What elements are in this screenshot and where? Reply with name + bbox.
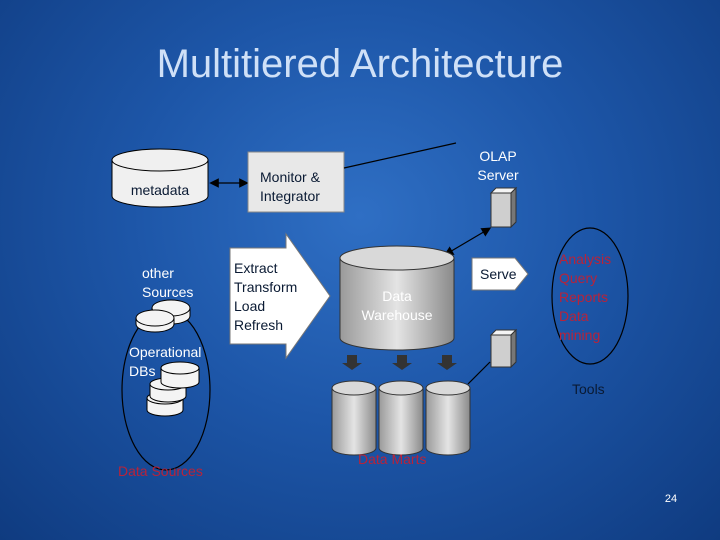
- down-arrow-1: [342, 355, 362, 370]
- etl-line-extract: Extract: [234, 260, 278, 276]
- monitor-label: Monitor & Integrator: [260, 168, 320, 206]
- other-sources-label: other Sources: [142, 264, 193, 302]
- analysis-line-data: Data: [559, 308, 589, 324]
- tools-label: Tools: [572, 381, 605, 397]
- data-warehouse-line2: Warehouse: [361, 307, 433, 323]
- monitor-label-line2: Integrator: [260, 188, 320, 204]
- data-mart-cylinder-1: [331, 380, 377, 456]
- olap-server-cube: [489, 186, 518, 229]
- analysis-label: Analysis Query Reports Data mining: [559, 250, 611, 345]
- monitor-label-line1: Monitor &: [260, 169, 320, 185]
- olap-warehouse-arrow: [443, 227, 492, 256]
- serve-arrow: [471, 257, 529, 291]
- analysis-line-mining: mining: [559, 327, 601, 343]
- data-sources-label: Data Sources: [118, 463, 203, 479]
- operational-line2: DBs: [129, 363, 156, 379]
- analysis-line-reports: Reports: [559, 289, 609, 305]
- etl-line-load: Load: [234, 298, 266, 314]
- down-arrow-2: [392, 355, 412, 370]
- etl-line-refresh: Refresh: [234, 317, 284, 333]
- data-mart-cylinder-3: [425, 380, 471, 456]
- monitor-integrator-box: [247, 151, 345, 213]
- down-arrow-3: [437, 355, 457, 370]
- analysis-line-analysis: Analysis: [559, 251, 612, 267]
- analysis-line-query: Query: [559, 270, 598, 286]
- etl-line-transform: Transform: [234, 279, 298, 295]
- olap-label-line1: OLAP: [479, 148, 517, 164]
- olap-label: OLAP Server: [468, 147, 528, 185]
- operational-dbs-label: Operational DBs: [129, 343, 201, 381]
- analysis-ellipse: [551, 227, 629, 365]
- operational-line1: Operational: [129, 344, 202, 360]
- other-sources-line1: other: [142, 265, 174, 281]
- server-cube-2: [489, 328, 518, 369]
- slide-title: Multitiered Architecture: [156, 42, 564, 86]
- data-marts-label: Data Marts: [358, 451, 427, 467]
- data-warehouse-line1: Data: [382, 288, 412, 304]
- data-warehouse-cylinder: [339, 245, 455, 351]
- data-warehouse-label: Data Warehouse: [340, 287, 454, 325]
- other-sources-disk-2: [135, 309, 175, 333]
- etl-arrow: [229, 232, 331, 360]
- metadata-label: metadata: [130, 182, 190, 198]
- monitor-olap-line: [343, 142, 457, 169]
- serve-label: Serve: [480, 266, 517, 282]
- other-sources-line2: Sources: [142, 284, 194, 300]
- olap-label-line2: Server: [477, 167, 519, 183]
- etl-label: Extract Transform Load Refresh: [234, 259, 297, 335]
- operational-db-disk-1: [160, 361, 200, 389]
- metadata-disk: [111, 148, 209, 208]
- tools-server-line: [467, 361, 491, 385]
- data-mart-cylinder-2: [378, 380, 424, 456]
- page-number: 24: [664, 493, 678, 505]
